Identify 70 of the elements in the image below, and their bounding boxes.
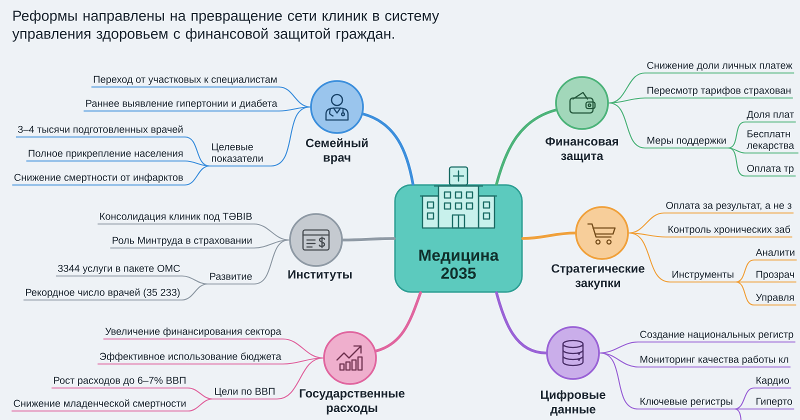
branch-label: Кардио <box>754 376 792 389</box>
branch-label: Снижение смертности от инфарктов <box>12 174 185 186</box>
branch-label: Ключевые регистры <box>638 398 735 410</box>
subtitle: Реформы направлены на превращение сети клиник в систему управления здоровьем с финансовой защитой граждан. <box>12 10 440 42</box>
branch-label: Увеличение финансирования сектора <box>103 328 283 340</box>
topic-label: Цифровые данные <box>541 390 606 416</box>
topic-label: Государственные расходы <box>300 389 405 414</box>
branch-label: Гиперто <box>754 398 794 410</box>
branch-label: Оплата за результат, а не з <box>664 202 794 214</box>
branch-label: Доля плат <box>745 110 796 123</box>
branch-label: Управля <box>754 294 796 306</box>
branch-label: Переход от участковых к специалистам <box>91 76 279 88</box>
branch-label: Рекордное число врачей (35 233) <box>24 288 182 301</box>
branch-line <box>187 398 214 412</box>
branch-line <box>628 232 671 283</box>
branch-label: Развитие <box>208 272 254 285</box>
branch-line <box>181 275 208 285</box>
branch-line <box>734 408 742 420</box>
branch-label: 3344 услуги в пакете ОМС <box>56 264 182 277</box>
branch-line <box>181 283 208 301</box>
branch-label: Пересмотр тарифов страхован <box>645 86 793 99</box>
branch-line <box>495 291 548 354</box>
branch-label: Меры поддержки <box>645 136 728 149</box>
branch-line <box>599 352 639 410</box>
branch-label: Снижение младенческой смертности <box>12 399 188 412</box>
branch-line <box>735 281 755 306</box>
branch-label: Консолидация клиник под ТӘВІВ <box>98 212 254 225</box>
branch-label: Рост расходов до 6–7% ВВП <box>52 376 188 389</box>
branch-label: Цели по ВВП <box>212 388 277 400</box>
branch-line <box>184 136 210 167</box>
branch-line <box>735 281 755 283</box>
branch-line <box>342 237 396 242</box>
branch-line <box>728 147 746 177</box>
branch-label: Прозрач <box>754 270 796 283</box>
branch-label: Раннее выявление гипертонии и диабета <box>84 99 279 112</box>
branch-line <box>374 291 422 352</box>
branch-label: Эффективное использование бюджета <box>98 352 283 365</box>
branch-label: Оплата тр <box>745 164 796 177</box>
branch-line <box>276 357 324 400</box>
branch-line <box>628 212 665 234</box>
branch-line <box>187 387 214 400</box>
topic-label: Институты <box>288 270 352 281</box>
branch-line <box>608 102 646 149</box>
branch-label: 3–4 тысячи подготовленных врачей <box>16 125 185 138</box>
topic-label: Семейный врач <box>306 138 368 164</box>
branch-line <box>734 408 755 410</box>
branch-label: Мониторинг качества работы кл <box>638 355 791 368</box>
branch-label: Инструменты <box>670 270 736 283</box>
branch-line <box>608 72 646 104</box>
branch-label: Бесплатн лекарства <box>745 130 798 154</box>
branch-label: Контроль хронических заб <box>666 225 792 238</box>
branch-line <box>521 232 576 240</box>
branch-label: Целевые показатели <box>210 143 271 167</box>
branch-line <box>184 165 210 186</box>
branch-line <box>734 387 755 410</box>
branch-line <box>270 106 311 167</box>
topic-label: Финансовая защита <box>546 137 618 162</box>
topic-label: Стратегические закупки <box>552 264 644 290</box>
branch-label: Роль Минтруда в страховании <box>110 236 254 249</box>
branch-line <box>599 341 639 354</box>
branch-label: Снижение доли личных платеж <box>645 62 794 74</box>
branch-line <box>253 239 290 285</box>
branch-label: Создание национальных регистр <box>638 330 796 343</box>
branch-label: Аналити <box>754 248 797 261</box>
branch-line <box>495 108 558 186</box>
branch-line <box>278 86 311 108</box>
branch-label: Полное прикрепление населения <box>26 150 185 162</box>
branch-line <box>362 112 414 186</box>
branch-line <box>728 121 746 149</box>
branch-line <box>735 259 755 283</box>
